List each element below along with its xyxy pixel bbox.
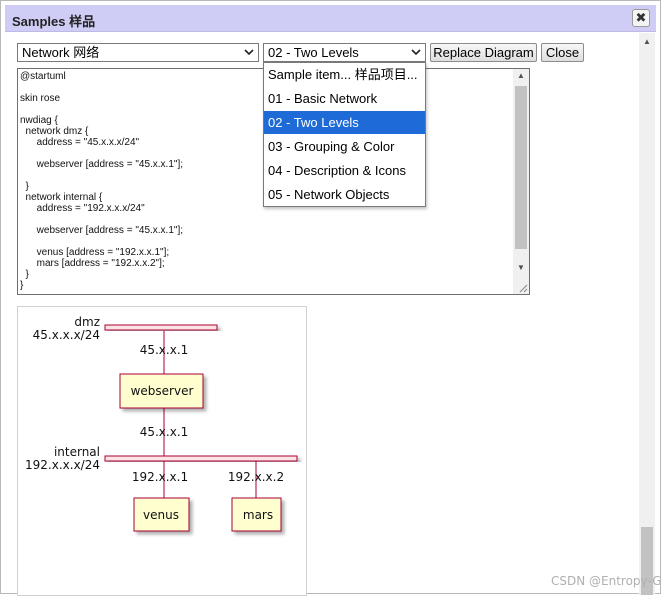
node-address: 45.x.x.1: [140, 425, 189, 439]
network-name: internal: [54, 445, 100, 459]
network-address: 45.x.x.x/24: [33, 328, 100, 342]
scroll-down-icon[interactable]: ▼: [517, 263, 525, 272]
node-label: mars: [243, 508, 273, 522]
scroll-up-icon[interactable]: ▲: [517, 71, 525, 80]
replace-diagram-button[interactable]: Replace Diagram: [430, 43, 537, 62]
dropdown-option[interactable]: 04 - Description & Icons: [268, 163, 407, 178]
scroll-up-icon[interactable]: ▲: [643, 37, 651, 46]
node-address: 45.x.x.1: [140, 343, 189, 357]
network-name: dmz: [74, 315, 100, 329]
category-select[interactable]: Network 网络: [17, 43, 259, 62]
sample-dropdown-list[interactable]: Sample item... 样品项目... 01 - Basic Networ…: [263, 62, 426, 207]
watermark: CSDN @Entropy-Go: [551, 574, 661, 588]
code-text[interactable]: @startuml skin rose nwdiag { network dmz…: [20, 71, 184, 291]
dialog-scroll-thumb[interactable]: [641, 527, 653, 595]
dropdown-option-selected[interactable]: 02 - Two Levels: [264, 111, 425, 134]
node-label: venus: [143, 508, 179, 522]
category-select-value: Network 网络: [22, 45, 100, 60]
dialog-title: Samples 样品: [12, 14, 96, 29]
dropdown-option[interactable]: 03 - Grouping & Color: [268, 139, 395, 154]
dropdown-option[interactable]: Sample item... 样品项目...: [268, 67, 418, 82]
network-diagram: dmz 45.x.x.x/24 internal 192.x.x.x/24 45…: [25, 315, 298, 532]
chevron-down-icon: [411, 45, 421, 64]
node-box: [133, 497, 190, 532]
network-address: 192.x.x.x/24: [25, 458, 100, 472]
dropdown-option[interactable]: 05 - Network Objects: [268, 187, 390, 202]
node-box: [119, 373, 204, 409]
dialog-scrollbar[interactable]: ▲: [639, 33, 655, 595]
node-box: [231, 497, 282, 532]
close-icon[interactable]: ✖: [632, 9, 650, 27]
chevron-down-icon: [244, 45, 254, 64]
dropdown-option[interactable]: 01 - Basic Network: [268, 91, 378, 106]
diagram-preview: dmz 45.x.x.x/24 internal 192.x.x.x/24 45…: [17, 306, 307, 596]
node-address: 192.x.x.1: [132, 470, 188, 484]
editor-scrollbar[interactable]: ▲ ▼: [513, 69, 529, 294]
sample-select-value: 02 - Two Levels: [268, 45, 359, 60]
network-bar-internal: [104, 455, 298, 462]
resize-grip-icon[interactable]: [516, 281, 528, 293]
close-button[interactable]: Close: [541, 43, 584, 62]
node-address: 192.x.x.2: [228, 470, 284, 484]
network-bar-dmz: [104, 324, 218, 331]
node-label: webserver: [131, 384, 194, 398]
dialog-titlebar[interactable]: Samples 样品 ✖: [5, 5, 656, 32]
sample-select[interactable]: 02 - Two Levels: [263, 43, 426, 62]
editor-scroll-thumb[interactable]: [515, 86, 527, 249]
